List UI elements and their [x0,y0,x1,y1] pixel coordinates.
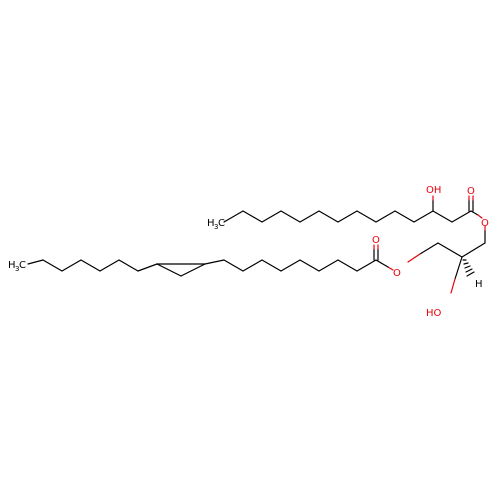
stereo-hydrogen-label: H [475,279,483,290]
ester-oxygen-mid: O [393,268,401,279]
hydroxyl-label-bottom: HO [426,308,442,319]
methyl-left-subscript: 3 [15,265,19,273]
carbonyl-oxygen-top: O [467,186,475,197]
glycerol-backbone [407,225,486,294]
methyl-left-h: H [8,260,16,271]
hydroxyl-label-top: OH [426,185,441,196]
atom-labels: OH O O H 3 C H 3 C O O HO H [8,185,489,319]
ester-oxygen-right: O [481,218,489,229]
carbonyl-oxygen-mid: O [372,235,380,246]
methyl-left-c: C [19,260,26,271]
methyl-top-subscript: 3 [214,223,218,231]
methyl-top-c: C [218,218,225,229]
upper-acyl-chain [223,195,483,223]
methyl-top-h: H [207,218,215,229]
lower-acyl-chain [27,244,394,277]
